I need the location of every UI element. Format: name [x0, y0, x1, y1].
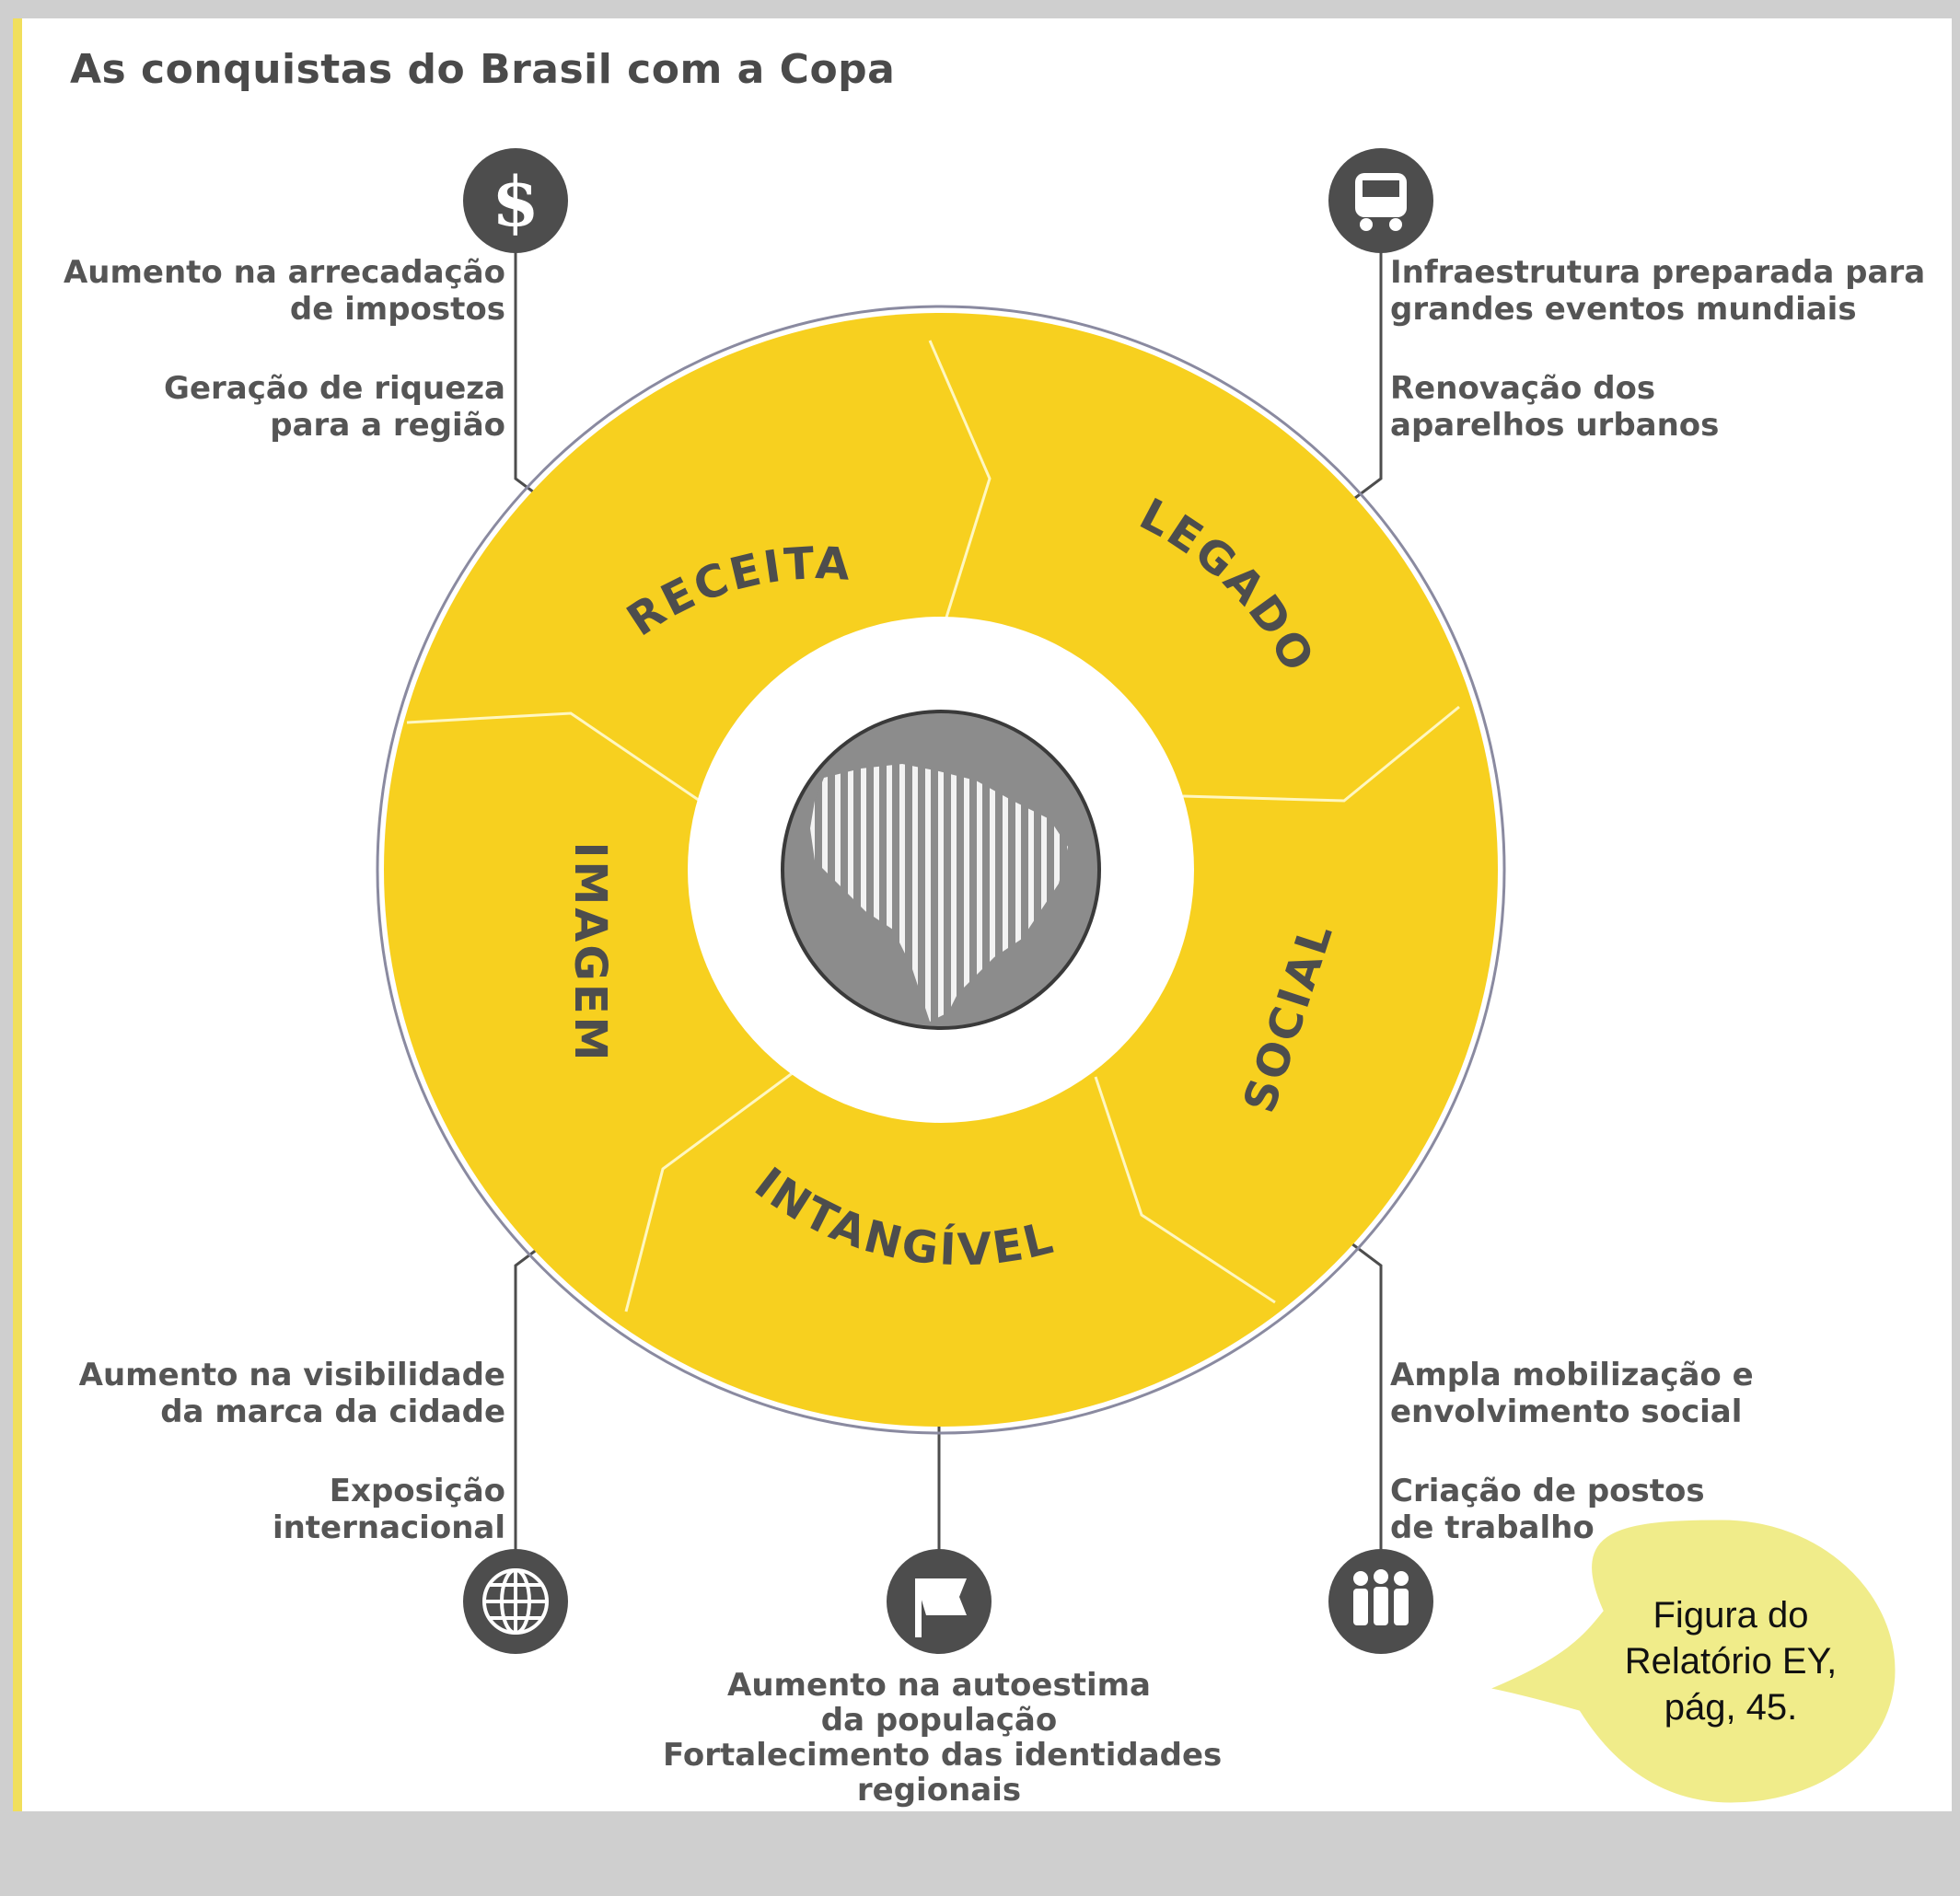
callout-line: Figura do — [1653, 1595, 1809, 1636]
benefit-text: envolvimento social — [1390, 1393, 1743, 1430]
benefit-text: Exposição — [329, 1473, 505, 1509]
svg-text:$: $ — [492, 163, 539, 242]
benefit-text: de trabalho — [1390, 1509, 1595, 1546]
people-icon — [1328, 1549, 1433, 1654]
intangivel-benefits: Aumento na autoestima da população Forta… — [663, 1667, 1223, 1809]
benefit-text: Aumento na autoestima — [727, 1667, 1151, 1704]
benefit-text: internacional — [272, 1509, 505, 1546]
benefit-text: aparelhos urbanos — [1390, 407, 1720, 444]
flag-icon — [887, 1549, 992, 1654]
callout-line: pág, 45. — [1664, 1687, 1798, 1728]
callout-line: Relatório EY, — [1624, 1641, 1838, 1682]
imagem-benefits: Aumento na visibilidade da marca da cida… — [79, 1357, 505, 1546]
benefit-text: de impostos — [289, 291, 505, 328]
benefit-text: Fortalecimento das identidades — [663, 1737, 1223, 1774]
legado-benefits: Infraestrutura preparada para grandes ev… — [1390, 254, 1925, 444]
accent-bar — [13, 18, 22, 1811]
globe-icon — [463, 1549, 568, 1654]
ring-outline — [376, 305, 1506, 1435]
brazil-globe-icon — [781, 710, 1101, 1030]
callout-text: Figura do Relatório EY, pág, 45. — [1565, 1592, 1896, 1896]
receita-benefits: Aumento na arrecadação de impostos Geraç… — [64, 254, 505, 444]
benefit-text: Renovação dos — [1390, 370, 1656, 407]
dollar-icon: $ — [463, 148, 568, 253]
segment-label-imagem: IMAGEM — [564, 842, 616, 1064]
social-benefits: Ampla mobilização e envolvimento social … — [1390, 1357, 1754, 1546]
callout-bubble — [1481, 1517, 1898, 1806]
benefit-text: da marca da cidade — [160, 1393, 505, 1430]
benefit-text: grandes eventos mundiais — [1390, 291, 1857, 328]
benefit-text: Aumento na visibilidade — [78, 1357, 505, 1393]
benefit-text: Infraestrutura preparada para — [1390, 254, 1926, 291]
benefit-text: regionais — [856, 1772, 1022, 1809]
bus-icon — [1328, 148, 1433, 253]
benefit-text: Aumento na arrecadação — [63, 254, 505, 291]
benefit-text: Geração de riqueza — [164, 370, 505, 407]
benefit-text: da população — [820, 1702, 1058, 1739]
segment-dividers — [406, 340, 1460, 1312]
benefit-text: Criação de postos — [1390, 1473, 1705, 1509]
page-title: As conquistas do Brasil com a Copa — [70, 46, 896, 93]
diagram: RECEITA LEGADO SOCIAL INTANGÍVEL IMAGEM … — [376, 148, 1898, 1806]
benefit-text: para a região — [270, 407, 505, 444]
benefit-text: Ampla mobilização e — [1390, 1357, 1754, 1393]
